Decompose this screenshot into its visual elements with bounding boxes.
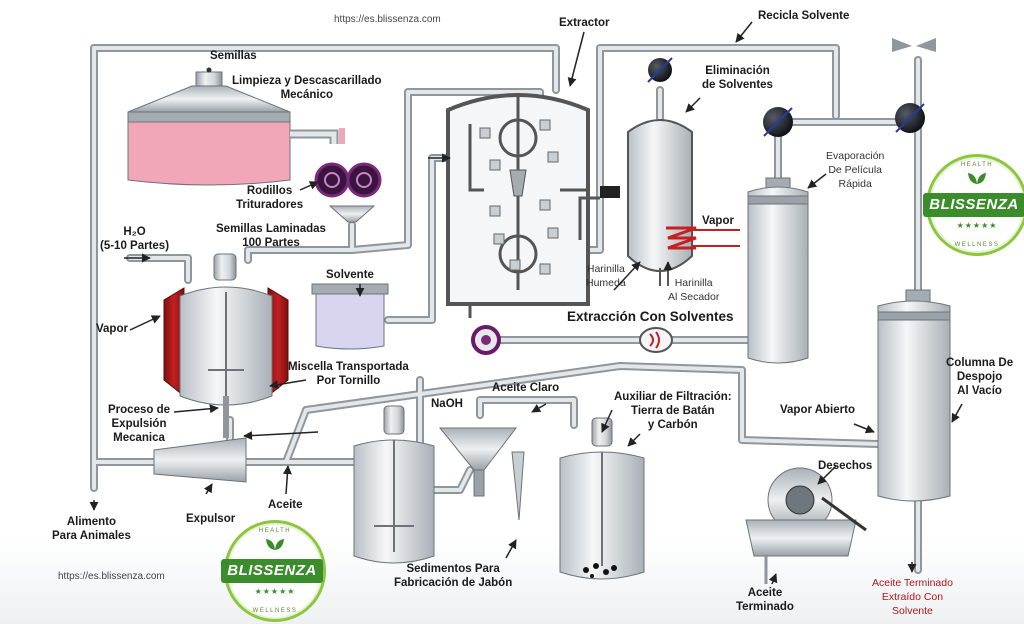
brand-logo-left: HEALTH BLISSENZA ★★★★★ WELLNESS (221, 520, 326, 622)
label-evaporacion: Evaporación De Película Rápida (826, 150, 885, 190)
logo-ring-top: HEALTH (258, 528, 292, 534)
label-proceso-expulsion: Proceso de Expulsión Mecanica (108, 404, 170, 444)
expulsion-tank (163, 253, 289, 438)
logo-stars: ★★★★★ (254, 587, 296, 596)
label-harinilla-secador: Harinilla Al Secador (668, 277, 720, 303)
label-solvente: Solvente (326, 269, 374, 281)
pipe-network (90, 44, 922, 574)
extractor (446, 93, 620, 318)
label-aceite: Aceite (268, 499, 303, 511)
stripping-column (877, 289, 951, 502)
label-alimento-animales: Alimento Para Animales (52, 516, 131, 542)
label-aceite-claro: Aceite Claro (492, 382, 560, 394)
expeller (153, 437, 247, 483)
settling-funnel (438, 427, 525, 521)
neutralizer-tank (353, 405, 435, 564)
solvent-removal-vessel (627, 119, 740, 286)
leaf-icon (266, 539, 284, 550)
label-semillas: Semillas (210, 50, 257, 62)
filter-press (745, 467, 867, 584)
label-semillas-laminadas: Semillas Laminadas 100 Partes (216, 223, 326, 249)
label-miscella: Miscella Transportada Por Tornillo (288, 361, 409, 387)
label-desechos: Desechos (818, 460, 873, 472)
solvent-tank (311, 283, 389, 350)
brand-logo-right: HEALTH BLISSENZA ★★★★★ WELLNESS (923, 154, 1024, 256)
leaf-icon (968, 173, 986, 184)
label-expulsor: Expulsor (186, 513, 236, 525)
label-aceite-terminado-solvente: Aceite Terminado Extraído Con Solvente (872, 577, 953, 617)
logo-ring-top: HEALTH (960, 162, 994, 168)
flash-evaporator (747, 177, 809, 364)
valves (647, 38, 936, 137)
label-aceite-terminado: Aceite Terminado (736, 587, 794, 613)
logo-ring-bottom: WELLNESS (252, 608, 298, 614)
label-vapor-right: Vapor (702, 215, 734, 227)
label-recicla-solvente: Recicla Solvente (758, 10, 850, 22)
solvent-pump (471, 325, 501, 355)
watermark-top: https://es.blissenza.com (334, 14, 441, 25)
label-limpieza: Limpieza y Descascarillado Mecánico (232, 75, 382, 101)
label-naoh: NaOH (431, 398, 463, 410)
watermark-bottom: https://es.blissenza.com (58, 571, 165, 582)
label-vapor-abierto: Vapor Abierto (780, 404, 855, 416)
flow-sight (639, 327, 673, 353)
logo-wordmark: BLISSENZA (923, 193, 1024, 217)
logo-ring-bottom: WELLNESS (954, 242, 1000, 248)
label-rodillos: Rodillos Trituradores (236, 185, 304, 211)
crushing-rollers (314, 162, 382, 198)
label-auxiliar-filtracion: Auxiliar de Filtración: Tierra de Batán … (614, 391, 732, 431)
logo-stars: ★★★★★ (956, 221, 998, 230)
label-extraccion: Extracción Con Solventes (567, 309, 734, 324)
label-arrows (89, 21, 963, 585)
label-h2o: H₂O (5-10 Partes) (100, 226, 170, 252)
logo-wordmark: BLISSENZA (221, 559, 323, 583)
label-columna-despojo: Columna De Despojo Al Vacío (946, 357, 1014, 397)
label-extractor: Extractor (559, 17, 610, 29)
seed-funnel (328, 205, 376, 223)
label-sedimentos: Sedimentos Para Fabricación de Jabón (394, 563, 513, 589)
seed-hopper (127, 67, 345, 186)
label-eliminacion: Eliminación de Solventes (702, 65, 773, 91)
label-vapor-left: Vapor (96, 323, 128, 335)
label-harinilla-humeda: Harinilla Humeda (586, 263, 626, 289)
